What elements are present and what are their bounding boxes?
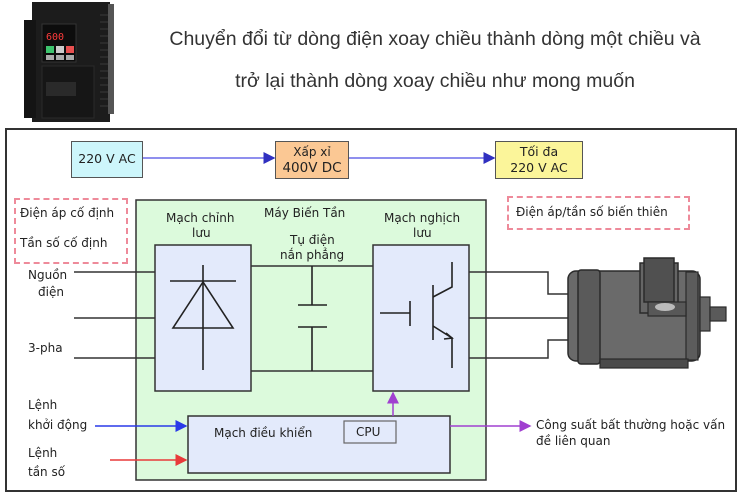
output-voltage-box: Tối đa 220 V AC [495, 141, 583, 179]
cpu-block [343, 420, 397, 444]
capacitor-symbol-icon [298, 266, 327, 371]
inverter-device-image: 600 [20, 0, 120, 125]
control-block [187, 415, 451, 474]
status-output-label-line-2: đề liên quan [536, 434, 611, 448]
diode-symbol-icon [170, 265, 236, 370]
inverter-title: Máy Biến Tần [264, 206, 346, 220]
dc-voltage-box: Xấp xỉ 400V DC [275, 141, 349, 179]
inverter-circuit-label-line-1: Mạch nghịch [384, 211, 461, 225]
variable-output-label: Điện áp/tần số biến thiên [516, 205, 668, 219]
header-title-line-2: trở lại thành dòng xoay chiều như mong m… [235, 70, 635, 92]
status-output-label-line-1: Công suất bất thường hoặc vấn [536, 418, 726, 432]
inverter-circuit-label-line-2: lưu [413, 226, 432, 240]
capacitor-label-line-1: Tụ điện [290, 233, 335, 247]
input-voltage-label: 220 V AC [78, 151, 136, 166]
header-title: Chuyển đổi từ dòng điện xoay chiều thành… [120, 18, 750, 102]
control-circuit-label: Mạch điều khiển [214, 426, 313, 440]
rectifier-label-line-2: lưu [192, 226, 211, 240]
header-title-line-1: Chuyển đổi từ dòng điện xoay chiều thành… [169, 28, 701, 50]
capacitor-label-line-2: nắn phẳng [280, 248, 345, 262]
dc-voltage-label-line-1: Xấp xỉ [293, 145, 331, 159]
rectifier-label-line-1: Mạch chỉnh [166, 211, 235, 225]
three-phase-label: 3-pha [28, 341, 63, 355]
motor-icon [567, 257, 727, 369]
device-display: 600 [46, 32, 64, 43]
output-voltage-label-line-1: Tối đa [519, 144, 559, 159]
fixed-supply-note [14, 198, 128, 264]
variable-supply-note [507, 196, 690, 230]
frequency-command-label-line-1: Lệnh [28, 446, 58, 460]
inverter-block [372, 244, 470, 392]
start-command-label-line-2: khởi động [28, 418, 88, 432]
transistor-symbol-icon [380, 262, 454, 368]
fixed-frequency-label: Tần số cố định [20, 236, 108, 250]
power-source-label-line-2: điện [38, 285, 64, 299]
fixed-voltage-label: Điện áp cố định [20, 206, 115, 220]
power-source-label-line-1: Nguồn [28, 268, 68, 283]
dc-voltage-label-line-2: 400V DC [282, 160, 342, 176]
start-command-label-line-1: Lệnh [28, 398, 58, 412]
output-voltage-label-line-2: 220 V AC [510, 160, 568, 175]
input-voltage-box: 220 V AC [71, 141, 143, 178]
cpu-label: CPU [356, 425, 381, 439]
frequency-command-label-line-2: tần số [28, 465, 66, 479]
